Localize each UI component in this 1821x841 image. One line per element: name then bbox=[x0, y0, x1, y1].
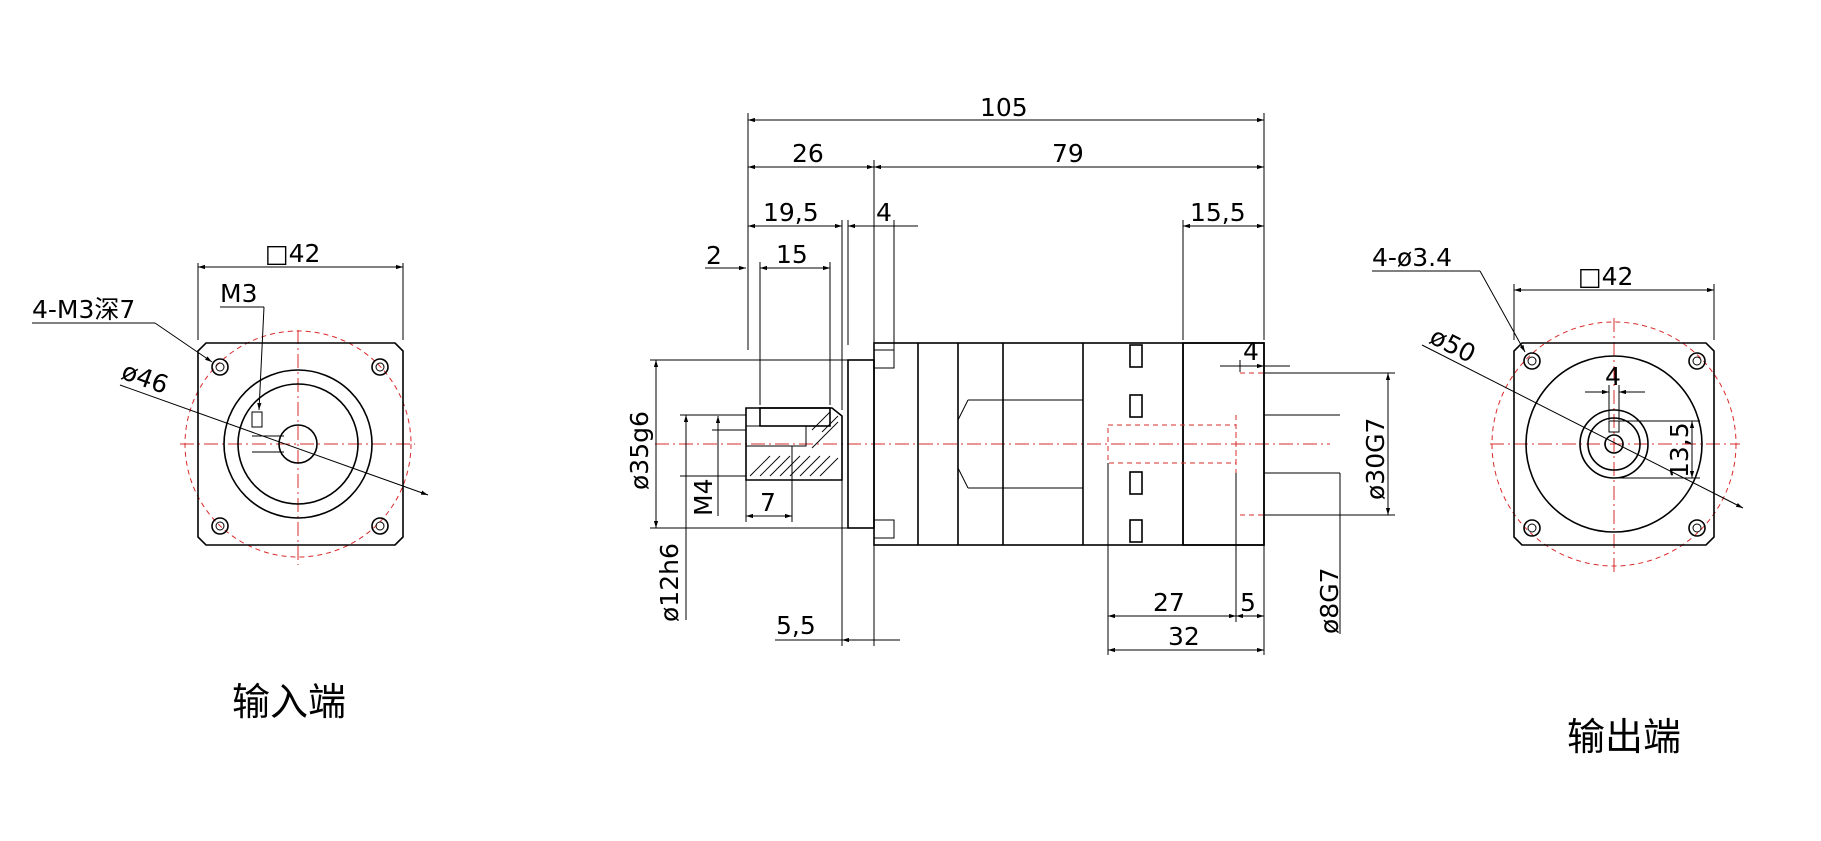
input-m3-dim: M3 bbox=[220, 279, 257, 308]
d35-dim: ø35g6 bbox=[625, 411, 654, 490]
input-holes-dim: 4-M3深7 bbox=[32, 295, 135, 324]
d12-dim: ø12h6 bbox=[655, 543, 684, 622]
len5-5-dim: 5,5 bbox=[776, 611, 816, 640]
input-pcd-dim: ø46 bbox=[118, 356, 172, 399]
len4-right-dim: 4 bbox=[1243, 337, 1259, 366]
len27-dim: 27 bbox=[1153, 588, 1185, 617]
len4-top-dim: 4 bbox=[876, 198, 892, 227]
len7-dim: 7 bbox=[760, 488, 776, 517]
d30-dim: ø30G7 bbox=[1361, 418, 1390, 500]
side-view: 105 26 79 19,5 4 15,5 15 2 ø35g6 ø12h6 bbox=[625, 93, 1395, 655]
output-pcd-dim: ø50 bbox=[1425, 322, 1480, 369]
m4-dim: M4 bbox=[689, 479, 718, 516]
len2-dim: 2 bbox=[706, 241, 722, 270]
key-height-dim: 13,5 bbox=[1665, 422, 1694, 478]
len15-5-dim: 15,5 bbox=[1190, 198, 1246, 227]
key-width-dim: 4 bbox=[1605, 362, 1621, 391]
output-holes-dim: 4-ø3.4 bbox=[1372, 243, 1452, 272]
len19-5-dim: 19,5 bbox=[763, 198, 819, 227]
output-end-caption: 输出端 bbox=[1567, 715, 1681, 759]
input-square-dim: □42 bbox=[265, 239, 320, 268]
len79-dim: 79 bbox=[1052, 139, 1084, 168]
len32-dim: 32 bbox=[1168, 622, 1200, 651]
len26-dim: 26 bbox=[792, 139, 824, 168]
len5-dim: 5 bbox=[1240, 588, 1256, 617]
d8-dim: ø8G7 bbox=[1315, 568, 1344, 634]
mounting-hole-icon bbox=[211, 358, 389, 535]
output-square-dim: □42 bbox=[1578, 262, 1633, 291]
input-end-view: □42 M3 4-M3深7 ø46 输入端 bbox=[32, 239, 429, 724]
output-end-view: □42 4-ø3.4 ø50 4 13,5 输出端 bbox=[1372, 243, 1744, 759]
input-end-caption: 输入端 bbox=[232, 680, 346, 724]
len15-dim: 15 bbox=[776, 240, 808, 269]
section-hatch bbox=[749, 411, 839, 477]
total-length-dim: 105 bbox=[980, 93, 1028, 122]
mounting-hole-icon bbox=[1523, 352, 1706, 537]
